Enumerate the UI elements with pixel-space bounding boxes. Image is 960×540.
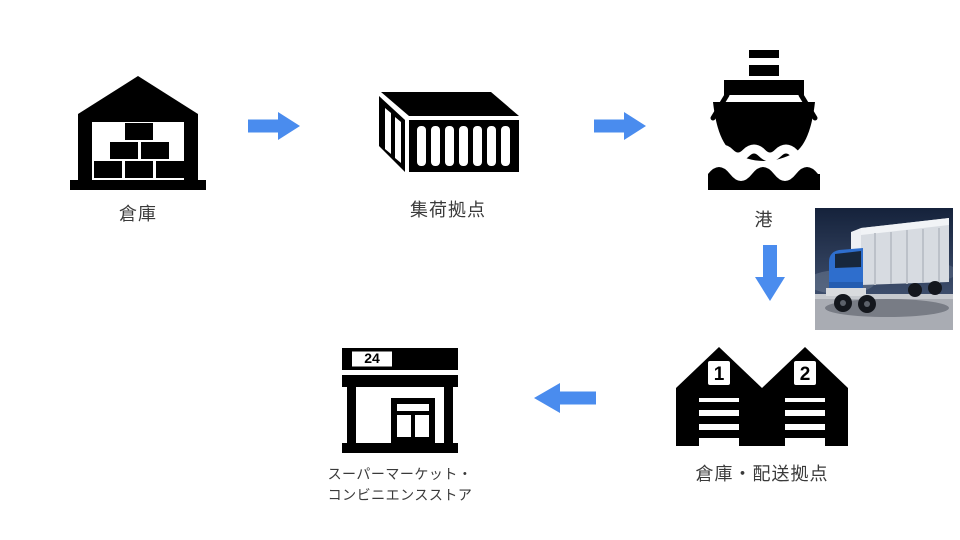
arrow-down-icon [755,245,785,306]
building-number-1: 1 [714,364,725,385]
arrow-left-icon [534,383,596,418]
arrow-right-icon [594,112,646,145]
retail-label-line2: コンビニエンスストア [327,487,473,503]
retail-label-line1: スーパーマーケット・ [327,466,473,482]
distribution-center-node: 1 2 倉庫・配送拠点 [662,336,862,486]
warehouse-icon [70,76,206,190]
warehouse-node: 倉庫 [58,64,218,226]
collection-point-label: 集荷拠点 [410,200,486,220]
building-number-2: 2 [800,364,811,385]
arrow-right-icon [248,112,300,145]
port-label: 港 [754,210,774,230]
container-icon [379,92,519,172]
retail-label: スーパーマーケット・ コンビニエンスストア [328,464,473,506]
truck-photo [807,208,957,335]
warehouse-label: 倉庫 [119,204,157,224]
distribution-center-label: 倉庫・配送拠点 [695,464,829,484]
convenience-store-icon: 24 [342,348,458,453]
port-node: 港 [704,50,824,232]
store-sign-24: 24 [364,350,380,366]
collection-point-node: 集荷拠点 [358,88,538,222]
ship-icon [708,50,820,190]
distribution-warehouse-icon: 1 2 [676,347,848,446]
retail-node: 24 スーパーマーケット・ コンビニエンスストア [300,348,500,506]
